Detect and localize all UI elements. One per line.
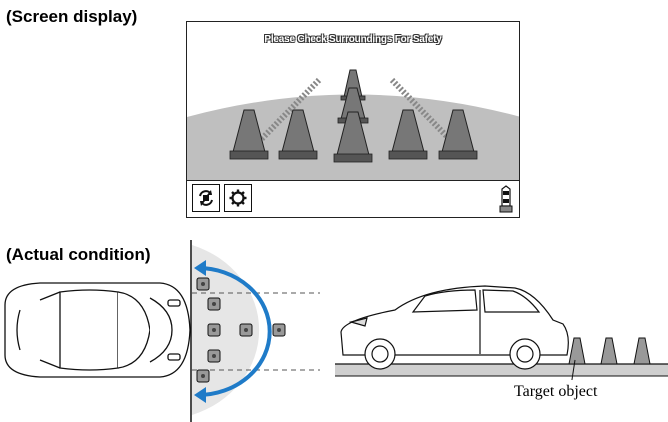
vehicle-status-indicator (499, 185, 513, 217)
view-switch-icon (199, 190, 213, 206)
camera-screen: Please Check Surroundings For Safety (186, 21, 520, 218)
gear-icon (229, 189, 247, 207)
sweep-arrow (197, 266, 272, 397)
cone-right-outer (438, 109, 478, 160)
cone-left-outer (229, 109, 269, 160)
top-view-diagram (4, 240, 320, 422)
safety-message: Please Check Surroundings For Safety (264, 34, 442, 45)
target-leader-line (571, 359, 576, 380)
target-object-label: Target object (514, 383, 598, 400)
car-side-view (340, 285, 569, 370)
settings-button[interactable] (224, 184, 252, 212)
left-guide-line (246, 77, 322, 155)
right-guide-line (389, 77, 465, 155)
view-switch-button[interactable] (192, 184, 220, 212)
cone-right-inner (388, 109, 428, 160)
car-top-view-icon (499, 185, 513, 213)
screen-toolbar (187, 180, 519, 217)
side-cones (568, 337, 651, 365)
camera-view (187, 69, 519, 182)
side-view-diagram (335, 285, 668, 380)
cone-front-center (333, 111, 373, 163)
screen-display-label: (Screen display) (6, 7, 138, 26)
car-top-view (4, 282, 191, 378)
actual-condition-label: (Actual condition) (6, 245, 151, 264)
cone-left-inner (278, 109, 318, 160)
